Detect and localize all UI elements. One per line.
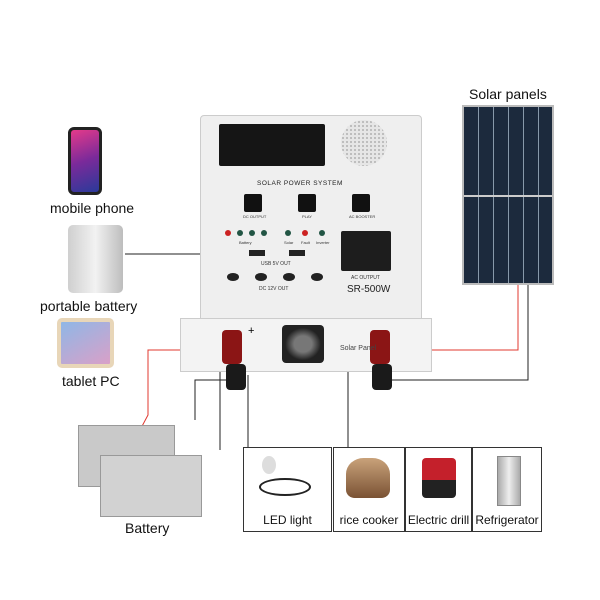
portable-battery-label: portable battery [40, 298, 138, 314]
ac-booster-switch[interactable] [352, 194, 370, 212]
solar-power-unit: SOLAR POWER SYSTEM DC OUTPUT PLAY AC BOO… [200, 115, 422, 327]
solar-negative-terminal[interactable] [372, 364, 392, 390]
load-electric-drill: Electric drill [405, 447, 472, 532]
ac-outlet[interactable] [341, 231, 391, 271]
dc-port[interactable] [227, 273, 239, 281]
inverter-led [319, 230, 325, 236]
solar-led [285, 230, 291, 236]
unit-title: SOLAR POWER SYSTEM [257, 180, 343, 187]
ac-booster-label: AC BOOSTER [349, 214, 376, 219]
cooling-fan [282, 325, 324, 363]
led-light-label: LED light [263, 513, 312, 527]
drill-image [422, 458, 456, 498]
load-led-light: LED light [243, 447, 332, 532]
battery-label: Battery [125, 520, 170, 536]
usb-label: USB 5V OUT [261, 261, 291, 267]
solar-indicator-label: Solar [284, 240, 294, 245]
usb-port[interactable] [249, 250, 265, 256]
solar-panels-label: Solar panels [469, 86, 547, 102]
dc-port[interactable] [311, 273, 323, 281]
battery-led [261, 230, 267, 236]
dc-label: DC 12V OUT [259, 286, 289, 292]
play-label: PLAY [302, 214, 312, 219]
display-panel [219, 124, 325, 166]
load-refrigerator: Refrigerator [472, 447, 542, 532]
refrigerator-label: Refrigerator [475, 513, 539, 527]
dc-output-label: DC OUTPUT [243, 214, 267, 219]
rice-cooker-label: rice cooker [339, 513, 399, 527]
dc-port[interactable] [255, 273, 267, 281]
mobile-phone-image [68, 127, 102, 195]
ac-output-label: AC OUTPUT [351, 275, 380, 281]
led-bulb-image [262, 456, 276, 474]
battery-led [225, 230, 231, 236]
fault-led [302, 230, 308, 236]
battery-led [249, 230, 255, 236]
inverter-indicator-label: Inverter [316, 240, 330, 245]
mobile-phone-label: mobile phone [50, 200, 135, 216]
cable-image [259, 478, 311, 496]
solar-terminal-label: Solar Panel [340, 345, 377, 352]
load-rice-cooker: rice cooker [333, 447, 405, 532]
solar-positive-terminal[interactable] [370, 330, 390, 364]
solar-panel-image [462, 105, 554, 285]
battery-positive-terminal[interactable] [222, 330, 242, 364]
battery-indicator-label: Battery [239, 240, 252, 245]
fault-indicator-label: Fault [301, 240, 310, 245]
battery-negative-terminal[interactable] [226, 364, 246, 390]
tablet-pc-image [57, 318, 114, 368]
speaker-grille [341, 120, 387, 166]
electric-drill-label: Electric drill [407, 513, 470, 527]
model-label: SR-500W [347, 284, 391, 295]
dc-port[interactable] [283, 273, 295, 281]
dc-output-switch[interactable] [244, 194, 262, 212]
usb-port[interactable] [289, 250, 305, 256]
rice-cooker-image [346, 458, 390, 498]
tablet-pc-label: tablet PC [62, 373, 120, 389]
battery-image-front [100, 455, 202, 517]
play-switch[interactable] [298, 194, 316, 212]
portable-battery-image [68, 225, 123, 293]
plus-sign: + [248, 325, 255, 337]
refrigerator-image [497, 456, 521, 506]
battery-led [237, 230, 243, 236]
